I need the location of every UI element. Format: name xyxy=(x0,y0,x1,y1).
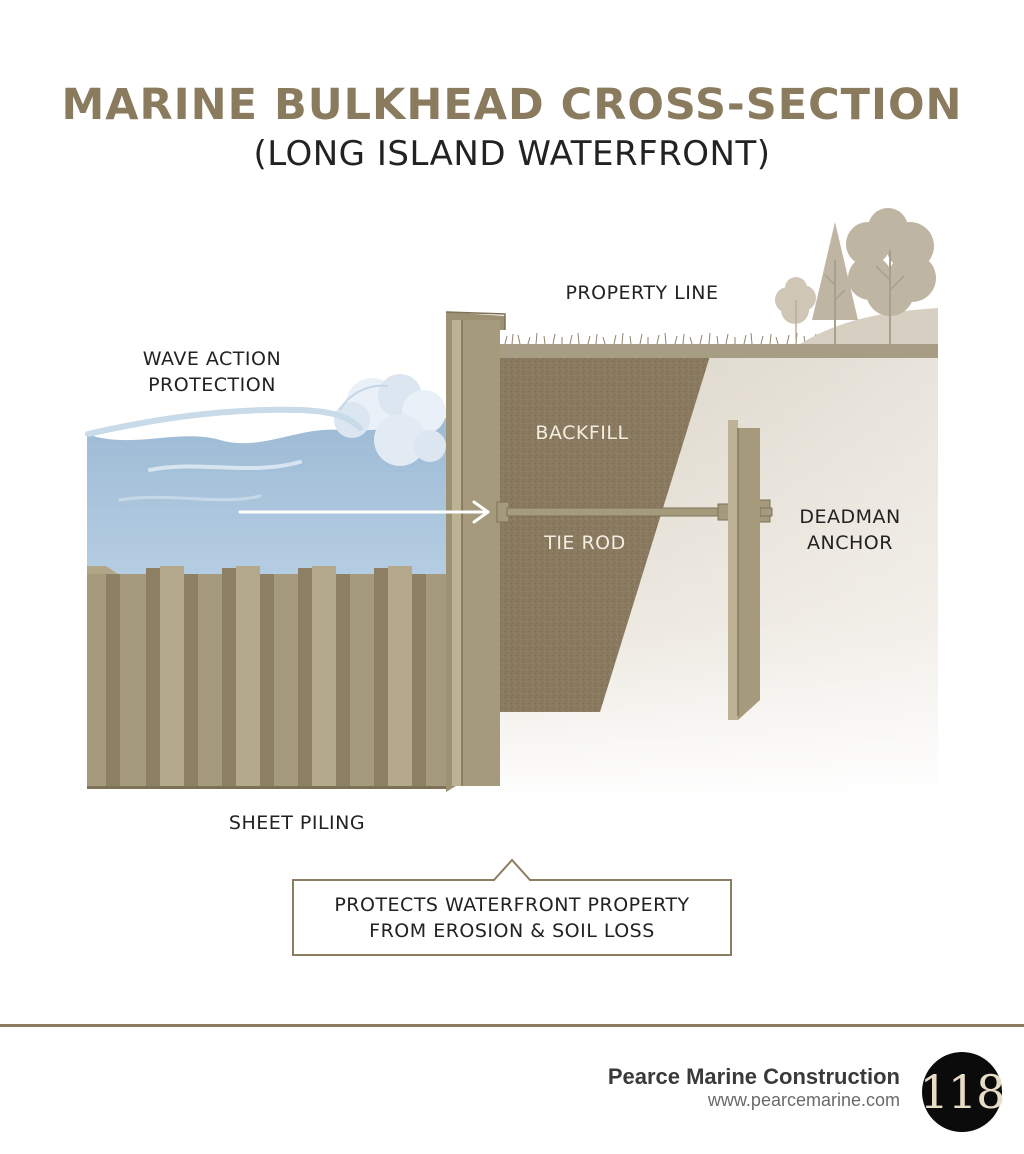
website-link[interactable]: www.pearcemarine.com xyxy=(707,1090,900,1110)
logo: 118 xyxy=(919,1052,1006,1132)
label-wave-action-line2: PROTECTION xyxy=(148,374,276,396)
label-sheet-piling: SHEET PILING xyxy=(228,812,366,834)
bulkhead-wall xyxy=(445,311,506,792)
wave-icon xyxy=(85,374,446,466)
label-wave-action-line1: WAVE ACTION xyxy=(142,348,282,370)
tree-icon xyxy=(775,277,816,340)
arrow-right-icon xyxy=(238,500,490,524)
callout-text: PROTECTS WATERFRONT PROPERTY FROM EROSIO… xyxy=(294,892,730,944)
sheet-piling xyxy=(87,566,446,789)
water xyxy=(87,418,446,574)
footer-divider xyxy=(0,1024,1024,1027)
tree-icon xyxy=(812,222,858,344)
label-deadman-line2: ANCHOR xyxy=(807,532,893,554)
deadman-anchor xyxy=(728,420,760,720)
company-name: Pearce Marine Construction xyxy=(607,1064,900,1089)
logo-text: 118 xyxy=(919,1065,1006,1119)
label-wave-action: WAVE ACTION PROTECTION xyxy=(112,346,312,398)
callout-line1: PROTECTS WATERFRONT PROPERTY xyxy=(334,894,690,916)
tree-icon xyxy=(846,208,936,344)
bulkhead-diagram xyxy=(85,208,938,956)
callout-box xyxy=(292,858,732,956)
label-backfill: BACKFILL xyxy=(535,422,629,444)
page-subtitle: (LONG ISLAND WATERFRONT) xyxy=(253,134,771,174)
label-deadman-anchor: DEADMAN ANCHOR xyxy=(780,504,920,556)
label-tie-rod: TIE ROD xyxy=(544,532,626,554)
backfill-soil xyxy=(500,356,710,712)
label-property-line: PROPERTY LINE xyxy=(565,282,719,304)
callout-line2: FROM EROSION & SOIL LOSS xyxy=(369,920,655,942)
label-deadman-line1: DEADMAN xyxy=(799,506,901,528)
page-title: MARINE BULKHEAD CROSS-SECTION xyxy=(61,80,963,130)
ground-surface xyxy=(500,344,938,358)
